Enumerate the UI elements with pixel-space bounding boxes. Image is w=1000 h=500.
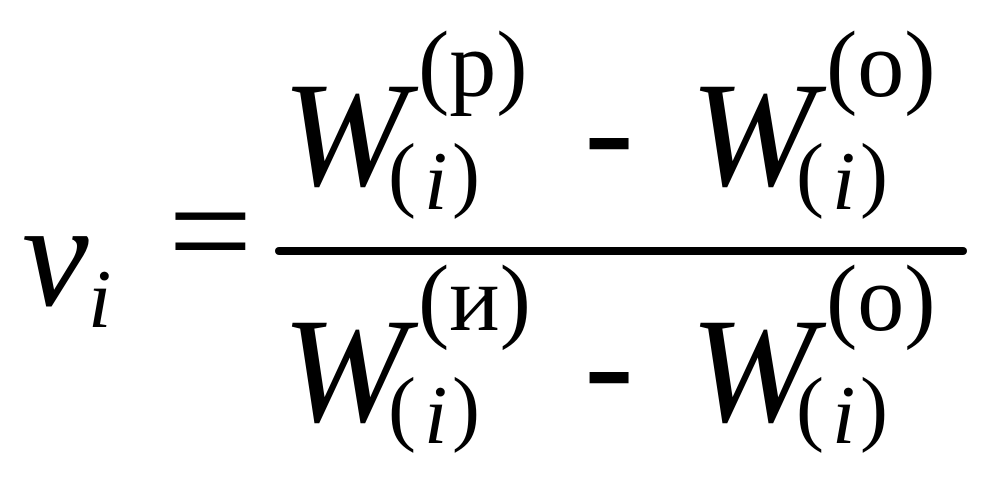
- denominator-term2-sub-index: i: [832, 369, 856, 462]
- numerator-minus-sign: -: [584, 46, 634, 212]
- denominator-term1-sub-close: ): [452, 361, 480, 454]
- denominator-term1-sub-index: i: [424, 369, 448, 462]
- denominator-term2-symbol: W: [690, 288, 815, 454]
- denominator-term2-sub-close: ): [860, 361, 888, 454]
- numerator-term1-sub-close: ): [452, 127, 480, 220]
- lhs-symbol: v: [22, 172, 89, 338]
- numerator-term2-superscript: (о): [826, 13, 936, 117]
- numerator-term2-sub-close: ): [860, 127, 888, 220]
- denominator-term1-superscript: (и): [418, 247, 531, 351]
- numerator-term1-sub-index: i: [424, 135, 448, 228]
- numerator-term2-sub-open: (: [796, 127, 824, 220]
- lhs-subscript: i: [88, 253, 112, 346]
- fraction-bar: [275, 247, 967, 255]
- denominator-minus-sign: -: [584, 280, 634, 446]
- denominator-term1-symbol: W: [282, 288, 407, 454]
- numerator-term2-sub-index: i: [832, 135, 856, 228]
- equals-sign: =: [168, 148, 253, 314]
- numerator-term2-symbol: W: [690, 52, 815, 218]
- numerator-term1-symbol: W: [282, 52, 407, 218]
- denominator-term2-sub-open: (: [796, 361, 824, 454]
- denominator-term1-sub-open: (: [388, 361, 416, 454]
- numerator-term1-sub-open: (: [388, 127, 416, 220]
- denominator-term2-superscript: (о): [826, 247, 936, 351]
- numerator-term1-superscript: (р): [418, 13, 528, 117]
